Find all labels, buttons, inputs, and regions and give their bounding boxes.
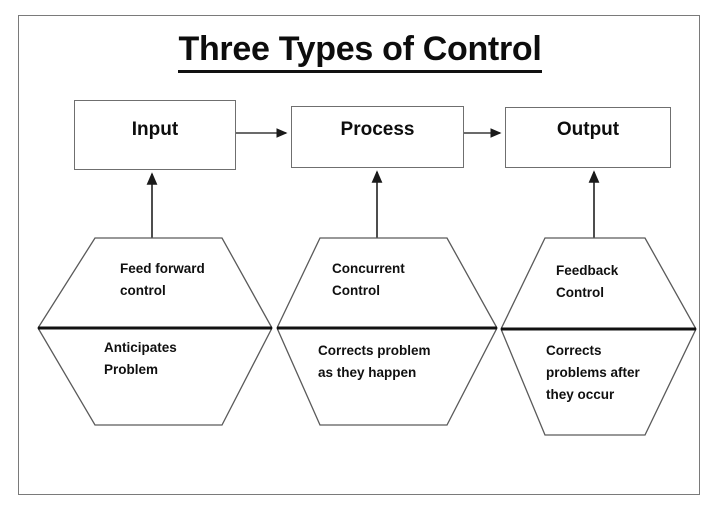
- process-box-process[interactable]: Process: [291, 106, 464, 168]
- process-box-output[interactable]: Output: [505, 107, 671, 168]
- control-hexagon-feed-forward-top-label: Feed forward control: [120, 261, 205, 298]
- control-hexagon-feed-forward[interactable]: [37, 237, 273, 426]
- control-hexagon-feedback-top-label: Feedback Control: [556, 263, 619, 300]
- process-box-output-label: Output: [556, 119, 620, 140]
- process-box-input-label: Input: [131, 119, 179, 140]
- control-hexagon-concurrent-top-label: Concurrent Control: [332, 261, 405, 298]
- control-hexagon-feedback[interactable]: [500, 237, 697, 436]
- process-box-process-label: Process: [340, 119, 415, 140]
- control-hexagon-feedback-bottom-label: Corrects problems after they occur: [546, 343, 640, 402]
- control-hexagon-feed-forward-bottom-label: Anticipates Problem: [104, 340, 177, 377]
- page-title: Three Types of Control: [0, 30, 720, 73]
- control-hexagon-concurrent-bottom-label: Corrects problem as they happen: [318, 343, 431, 380]
- control-hexagon-concurrent[interactable]: [276, 237, 498, 426]
- process-box-input[interactable]: Input: [74, 100, 236, 170]
- page-title-text: Three Types of Control: [178, 31, 542, 73]
